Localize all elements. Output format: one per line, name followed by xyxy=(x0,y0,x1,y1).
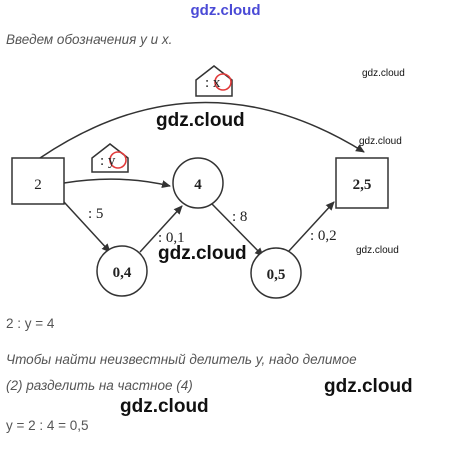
edge-label-div-5: : 5 xyxy=(88,206,103,222)
edge-lower-right-to-end xyxy=(287,201,335,253)
edge-middle-to-lower-right xyxy=(211,203,264,257)
watermark-small-3: gdz.cloud xyxy=(356,245,399,256)
intro-text: Введем обозначения y и x. xyxy=(6,32,173,47)
watermark-main-4: gdz.cloud xyxy=(120,396,209,417)
node-start-box xyxy=(11,157,65,205)
edge-label-div-02: : 0,2 xyxy=(310,228,337,244)
red-circle-y xyxy=(109,151,127,169)
edge-lower-left-to-middle xyxy=(139,205,183,253)
edge-start-to-middle xyxy=(63,178,171,189)
watermark-small-2: gdz.cloud xyxy=(359,136,402,147)
edge-start-to-end xyxy=(39,101,365,159)
top-house-box: : x xyxy=(195,65,233,97)
watermark-small-1: gdz.cloud xyxy=(362,68,405,79)
watermark-top: gdz.cloud xyxy=(190,2,261,19)
edge-label-div-01: : 0,1 xyxy=(158,230,185,246)
edge-start-to-lower-left xyxy=(63,201,111,253)
watermark-main-1: gdz.cloud xyxy=(156,110,245,131)
node-lower-left-label: 0,4 xyxy=(113,265,132,281)
node-middle-circle xyxy=(172,157,224,209)
node-lower-right-circle xyxy=(250,247,302,299)
red-circle-x xyxy=(214,73,232,91)
mid-house-label: : y xyxy=(100,153,116,169)
watermark-main-2: gdz.cloud xyxy=(158,243,247,264)
watermark-main-3: gdz.cloud xyxy=(324,376,413,397)
rule-line-2: (2) разделить на частное (4) xyxy=(6,378,193,393)
node-end-label: 2,5 xyxy=(353,177,372,193)
answer-line: y = 2 : 4 = 0,5 xyxy=(6,418,89,433)
rule-line-1: Чтобы найти неизвестный делитель y, надо… xyxy=(6,352,357,367)
top-house-label: : x xyxy=(205,75,221,91)
node-middle-label: 4 xyxy=(194,177,202,193)
edge-label-div-8: : 8 xyxy=(232,209,247,225)
mid-house-box: : y xyxy=(91,143,129,173)
node-lower-right-label: 0,5 xyxy=(267,267,286,283)
node-end-box xyxy=(335,157,389,209)
equation-1: 2 : y = 4 xyxy=(6,316,55,331)
node-lower-left-circle xyxy=(96,245,148,297)
node-start-label: 2 xyxy=(34,177,42,193)
